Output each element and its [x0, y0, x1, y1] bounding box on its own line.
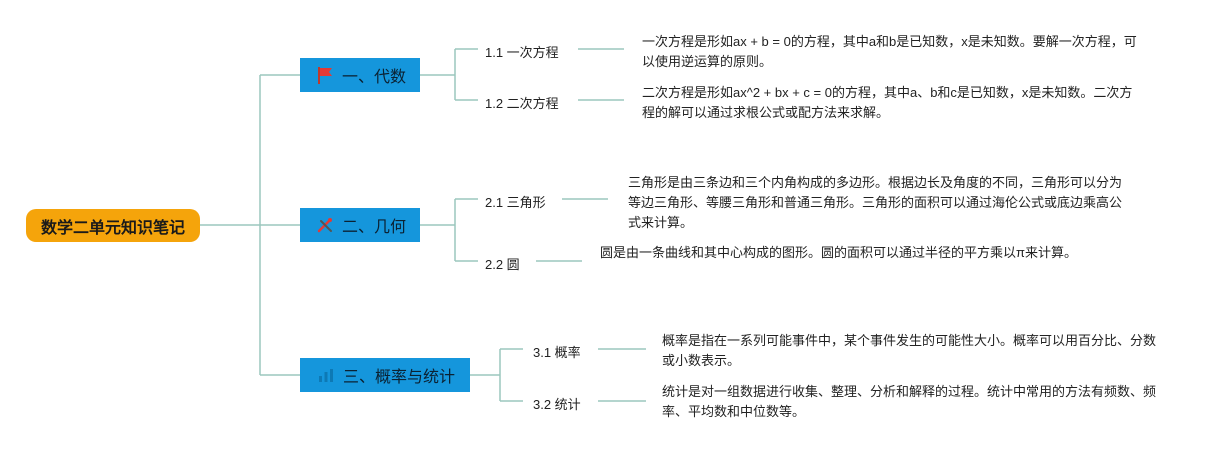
topic-circle[interactable]: 2.2 圆 [485, 257, 520, 272]
topic-quadratic-equation[interactable]: 1.2 二次方程 [485, 96, 559, 111]
chart-icon [315, 365, 337, 385]
topic-linear-equation[interactable]: 1.1 一次方程 [485, 45, 559, 60]
note-circle: 圆是由一条曲线和其中心构成的图形。圆的面积可以通过半径的平方乘以π来计算。 [600, 245, 1077, 260]
note-statistics: 统计是对一组数据进行收集、整理、分析和解释的过程。统计中常用的方法有频数、频率、… [662, 384, 1157, 419]
branch-title: 二、几何 [341, 219, 406, 236]
connector-b2 [420, 198, 478, 262]
topic-statistics[interactable]: 3.2 统计 [533, 397, 581, 412]
connector-b3 [470, 348, 523, 402]
branch-algebra[interactable]: 一、代数 [300, 58, 420, 92]
branch-probability-statistics[interactable]: 三、概率与统计 [300, 358, 470, 392]
branch-title: 三、概率与统计 [342, 369, 455, 386]
root-topic[interactable]: 数学二单元知识笔记 [26, 209, 200, 242]
branch-geometry[interactable]: 二、几何 [300, 208, 420, 242]
note-quadratic-equation: 二次方程是形如ax^2 + bx + c = 0的方程，其中a、b和c是已知数，… [642, 85, 1133, 120]
branch-title: 一、代数 [341, 69, 406, 86]
topic-probability[interactable]: 3.1 概率 [533, 345, 581, 360]
tools-icon [314, 215, 336, 235]
connector-b1 [420, 48, 478, 101]
note-linear-equation: 一次方程是形如ax + b = 0的方程，其中a和b是已知数，x是未知数。要解一… [642, 34, 1137, 69]
topic-triangle[interactable]: 2.1 三角形 [485, 195, 546, 210]
note-triangle: 三角形是由三条边和三个内角构成的多边形。根据边长及角度的不同，三角形可以分为等边… [628, 175, 1123, 230]
note-probability: 概率是指在一系列可能事件中，某个事件发生的可能性大小。概率可以用百分比、分数或小… [662, 333, 1157, 368]
red-flag-icon [314, 65, 336, 85]
